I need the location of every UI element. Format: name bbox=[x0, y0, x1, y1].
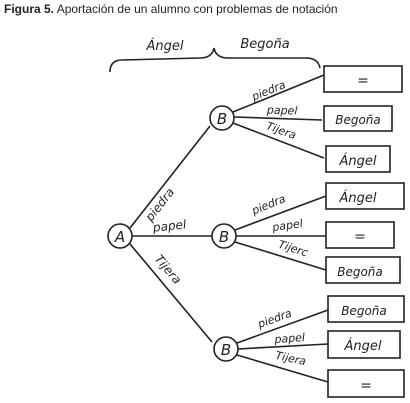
edge-root-to-node-3 bbox=[129, 243, 213, 343]
root-node-label: A bbox=[114, 228, 125, 246]
outcome-2-3: Begoña bbox=[337, 265, 383, 279]
outcome-box-3-2 bbox=[327, 330, 401, 359]
edge-1-1 bbox=[232, 74, 325, 113]
outcome-box-3-3 bbox=[327, 369, 405, 398]
branch-label-1-2: papel bbox=[266, 103, 298, 117]
outcome-box-2-3 bbox=[325, 256, 401, 284]
branch-label-2-2: papel bbox=[271, 217, 304, 234]
outcome-box-1-1 bbox=[323, 65, 403, 93]
figure-caption: Figura 5. Aportación de un alumno con pr… bbox=[4, 2, 338, 16]
branch-label-3-1: piedra bbox=[255, 307, 294, 332]
branch-label-3-3: Tijera bbox=[274, 349, 307, 368]
first-branch-label-2: papel bbox=[151, 217, 187, 235]
outcome-box-1-3 bbox=[325, 145, 391, 173]
outcome-3-2: Ángel bbox=[344, 338, 382, 354]
branch-label-1-3: Tijera bbox=[264, 119, 298, 142]
edge-2-1 bbox=[234, 195, 327, 231]
header-right-label: Begoña bbox=[240, 37, 289, 52]
subtree-2: B piedra papel Tijerc Ángel = Begoña bbox=[211, 182, 405, 284]
figure-number: Figura 5. bbox=[4, 2, 55, 16]
edge-1-3 bbox=[232, 122, 325, 159]
outcome-box-2-1 bbox=[325, 182, 405, 210]
edge-3-3 bbox=[236, 354, 329, 383]
header-left-label: Ángel bbox=[146, 38, 184, 54]
outcome-1-2: Begoña bbox=[335, 113, 381, 127]
figure-title: Aportación de un alumno con problemas de… bbox=[56, 2, 338, 16]
first-branch-label-3: Tijera bbox=[152, 252, 184, 287]
branch-label-3-2: papel bbox=[273, 331, 305, 346]
outcome-2-2: = bbox=[354, 229, 366, 245]
outcome-box-2-2 bbox=[325, 221, 395, 249]
outcome-box-3-1 bbox=[327, 295, 405, 323]
subtree-3: B piedra papel Tijera Begoña Ángel = bbox=[213, 295, 405, 398]
outcome-3-3: = bbox=[360, 378, 372, 394]
node-3-label: B bbox=[221, 341, 231, 359]
outcome-1-3: Ángel bbox=[339, 153, 377, 169]
node-2-label: B bbox=[219, 228, 229, 246]
branch-label-1-1: piedra bbox=[249, 78, 288, 104]
edge-1-2 bbox=[233, 116, 323, 121]
outcome-3-1: Begoña bbox=[341, 304, 387, 318]
outcome-1-1: = bbox=[357, 73, 369, 89]
subtree-1: B piedra papel Tijera = Begoña Ángel bbox=[209, 65, 403, 173]
edge-3-2 bbox=[237, 343, 329, 350]
header-brace bbox=[109, 47, 321, 73]
outcome-box-1-2 bbox=[323, 105, 393, 132]
outcome-2-1: Ángel bbox=[339, 190, 377, 206]
edge-2-3 bbox=[234, 241, 327, 271]
node-1-label: B bbox=[217, 110, 227, 128]
edge-root-to-node-1 bbox=[129, 125, 211, 229]
node-1 bbox=[209, 105, 235, 131]
edge-3-1 bbox=[236, 309, 329, 344]
branch-label-2-1: piedra bbox=[249, 192, 288, 218]
